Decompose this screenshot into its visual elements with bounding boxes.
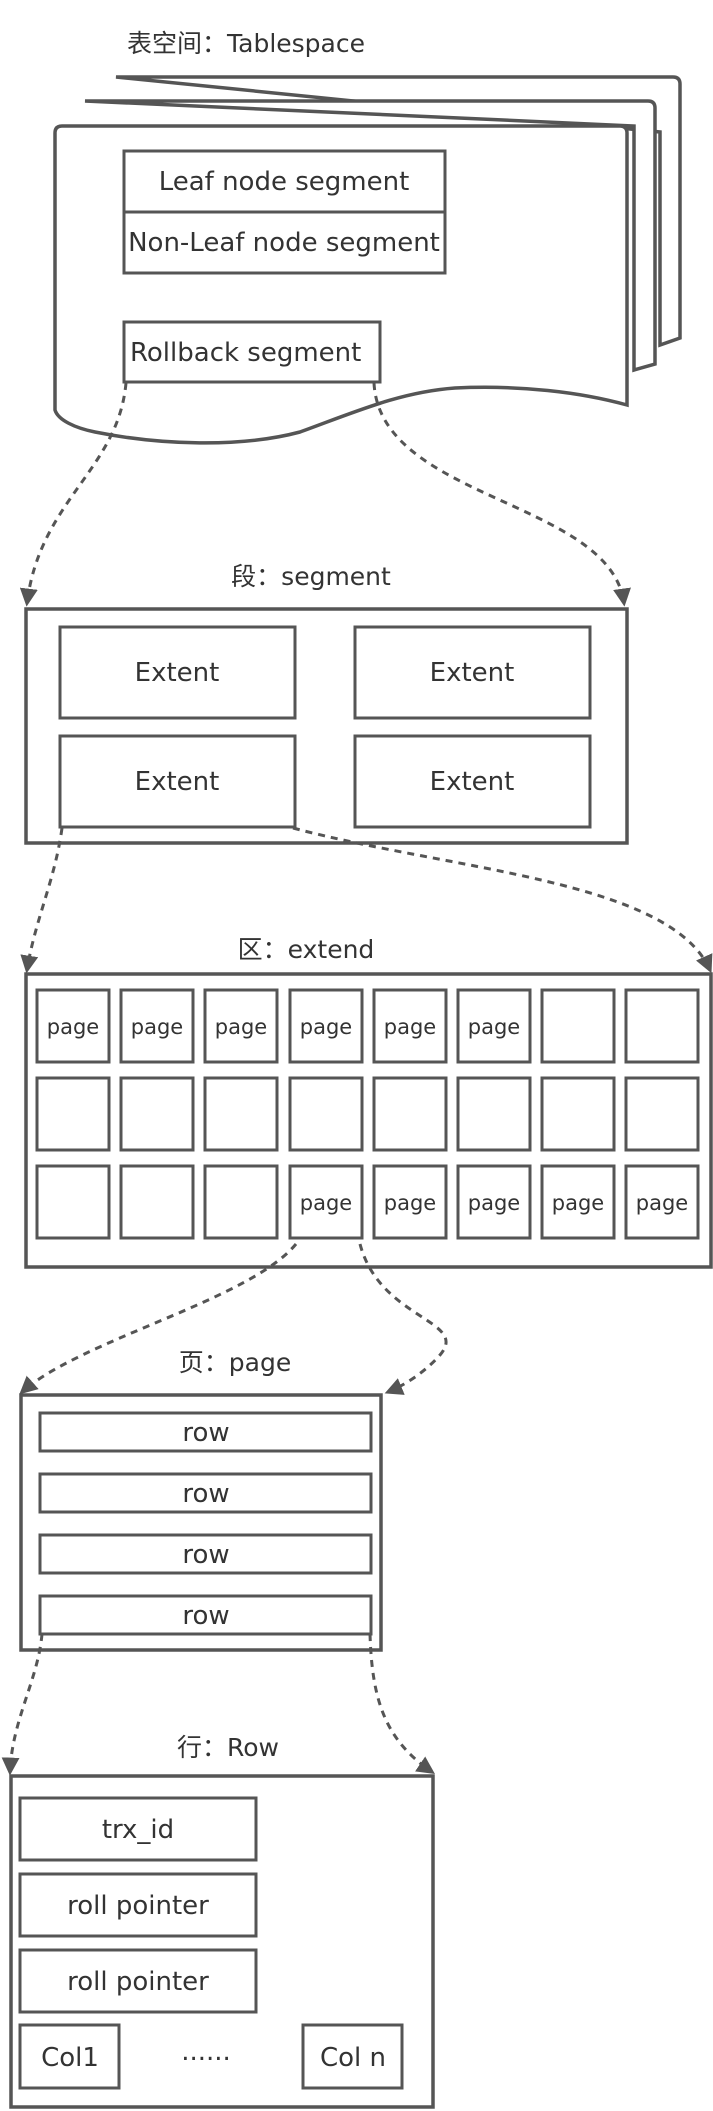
page-cell-label: page [384,1015,436,1039]
page-cell [372,988,448,1064]
rollback-segment-label: Rollback segment [130,338,361,368]
connector-row-to-row-left [1,1633,44,1776]
extent-box [353,625,592,720]
page-cell [203,988,279,1064]
row-box [38,1533,373,1575]
page-cell-label: page [300,1015,352,1039]
trx-id-field-box [18,1796,258,1862]
col-n-box [301,2023,404,2090]
page-cell [456,988,532,1064]
page-cell [119,988,195,1064]
page-cell-label: page [468,1191,520,1215]
row-field-list: trx_id roll pointer roll pointer Col1 ..… [18,1796,404,2090]
leaf-node-segment-box [122,149,447,214]
empty-page-cell [540,1076,616,1152]
leaf-node-segment-label: Leaf node segment [159,167,410,197]
column-ellipsis: ...... [181,2037,231,2067]
empty-page-cell [203,1076,279,1152]
extent-label: Extent [135,767,220,797]
empty-page-cell [35,1076,111,1152]
extent-grid: Extent Extent Extent Extent [58,625,592,829]
empty-page-cell [456,1076,532,1152]
empty-page-cell [203,1164,279,1240]
empty-page-cell [540,988,616,1064]
page-cell [540,1164,616,1240]
row-label: row [182,1540,229,1570]
empty-page-cell [624,988,700,1064]
page-grid: page page page page page page page page page page… [35,988,700,1240]
page-cell-label: page [552,1191,604,1215]
roll-pointer-field-label: roll pointer [67,1967,209,1997]
empty-page-cell [119,1164,195,1240]
page-cell [372,1164,448,1240]
connector-extent-to-extend-right [292,826,713,974]
connector-page-to-page-left [19,1243,298,1395]
row-box [38,1472,373,1514]
tablespace-sheet-middle [84,99,657,373]
page-title: 页：page [179,1348,291,1377]
rollback-segment-box [122,320,382,384]
extent-label: Extent [430,658,515,688]
page-cell-label: page [215,1015,267,1039]
page-cell [35,988,111,1064]
page-cell [288,1164,364,1240]
empty-page-cell [624,1076,700,1152]
page-cell-label: page [47,1015,99,1039]
tablespace-segment-list: Leaf node segment Non-Leaf node segment … [122,149,447,384]
col-n-label: Col n [320,2043,386,2073]
trx-id-field-label: trx_id [102,1815,174,1845]
page-cell [456,1164,532,1240]
tablespace-title: 表空间：Tablespace [127,29,365,58]
page-cell-label: page [384,1191,436,1215]
row-label: row [182,1601,229,1631]
connector-page-to-page-right [358,1243,448,1395]
non-leaf-node-segment-label: Non-Leaf node segment [128,228,440,258]
row-title: 行：Row [177,1733,279,1762]
segment-title: 段：segment [231,562,391,591]
extent-box [58,734,297,829]
extent-box [353,734,592,829]
page-cell-label: page [131,1015,183,1039]
non-leaf-node-segment-box [122,210,447,275]
roll-pointer-field-box [18,1948,258,2014]
page-cell-label: page [300,1191,352,1215]
row-label: row [182,1479,229,1509]
empty-page-cell [119,1076,195,1152]
row-box [38,1594,373,1636]
roll-pointer-field-label: roll pointer [67,1891,209,1921]
empty-page-cell [288,1076,364,1152]
extent-label: Extent [430,767,515,797]
page-cell [288,988,364,1064]
extent-label: Extent [135,658,220,688]
col1-label: Col1 [41,2043,99,2073]
extent-box [58,625,297,720]
page-cell-label: page [636,1191,688,1215]
page-cell [624,1164,700,1240]
connector-rollback-to-segment-left [19,382,128,607]
empty-page-cell [35,1164,111,1240]
row-label: row [182,1418,229,1448]
col1-box [18,2023,121,2090]
page-cell-label: page [468,1015,520,1039]
connector-rollback-to-segment-right [372,382,631,607]
row-list: row row row row [38,1411,373,1636]
extend-title: 区：extend [238,935,375,964]
roll-pointer-field-box [18,1872,258,1938]
empty-page-cell [372,1076,448,1152]
connector-row-to-row-right [368,1633,435,1775]
row-box [38,1411,373,1453]
connector-extent-to-extend-left [20,827,64,974]
